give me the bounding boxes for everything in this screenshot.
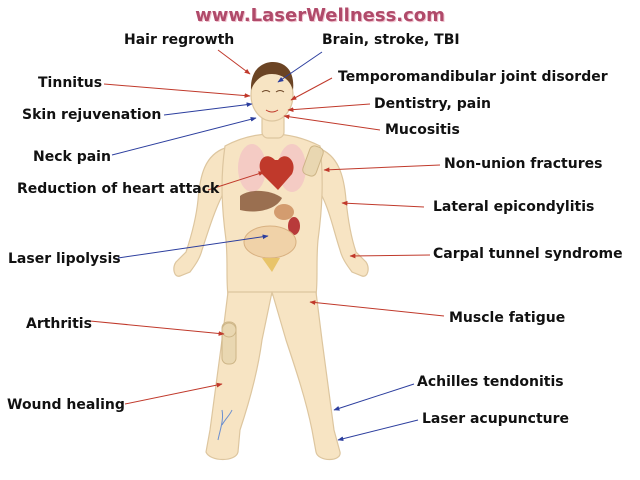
arrow-laser-lipolysis: [117, 234, 269, 259]
arrow-lateral-epicondylitis: [341, 200, 425, 208]
arrow-arthritis: [89, 320, 225, 336]
site-url[interactable]: www.LaserWellness.com: [195, 5, 445, 26]
right-leg: [271, 291, 341, 461]
right-arm: [317, 147, 369, 277]
leg-veins: [217, 409, 233, 441]
label-neck-pain: Neck pain: [33, 149, 111, 165]
label-tmj: Temporomandibular joint disorder: [338, 69, 608, 85]
label-heart-attack: Reduction of heart attack: [17, 181, 220, 197]
intestines: [243, 225, 297, 259]
label-achilles: Achilles tendonitis: [417, 374, 564, 390]
label-lateral-epicondylitis: Lateral epicondylitis: [433, 199, 595, 215]
arrow-dentistry: [287, 103, 371, 112]
arrow-mucositis: [283, 114, 381, 131]
stomach: [274, 204, 294, 220]
label-carpal-tunnel: Carpal tunnel syndrome: [433, 246, 623, 262]
label-mucositis: Mucositis: [385, 122, 460, 138]
arrow-tinnitus: [103, 83, 251, 98]
arrow-neck-pain: [111, 117, 257, 156]
label-hair-regrowth: Hair regrowth: [124, 32, 235, 48]
lung-left: [238, 144, 266, 192]
label-acupuncture: Laser acupuncture: [422, 411, 569, 427]
arrow-hair-regrowth: [217, 49, 251, 75]
label-wound-healing: Wound healing: [7, 397, 125, 413]
shoulder-bone: [302, 145, 324, 177]
arrow-achilles: [333, 383, 415, 411]
arrow-skin-rejuvenation: [163, 102, 253, 116]
arrows-blue: [111, 51, 419, 442]
arrow-non-union: [323, 164, 441, 173]
label-laser-lipolysis: Laser lipolysis: [8, 251, 121, 267]
arrow-heart-attack: [207, 171, 265, 191]
internal-organs: [238, 144, 306, 272]
kidney: [288, 217, 300, 235]
arrow-carpal-tunnel: [349, 253, 431, 259]
arrow-tmj: [290, 77, 333, 101]
arrow-wound-healing: [124, 382, 223, 405]
arrows-red: [89, 49, 445, 405]
knee-joint: [221, 322, 237, 338]
hair: [250, 62, 294, 90]
face: [261, 90, 285, 113]
arrow-muscle-fatigue: [309, 300, 445, 317]
label-skin-rejuvenation: Skin rejuvenation: [22, 107, 162, 123]
label-non-union: Non-union fractures: [444, 156, 603, 172]
liver: [240, 190, 282, 212]
left-leg: [205, 291, 273, 461]
label-dentistry: Dentistry, pain: [374, 96, 491, 112]
label-arthritis: Arthritis: [26, 316, 92, 332]
heart: [259, 156, 294, 190]
arrow-acupuncture: [337, 419, 419, 442]
label-muscle-fatigue: Muscle fatigue: [449, 310, 566, 326]
bladder: [262, 258, 280, 272]
left-arm: [173, 147, 226, 277]
label-brain: Brain, stroke, TBI: [322, 32, 460, 48]
label-tinnitus: Tinnitus: [38, 75, 103, 91]
arrow-brain: [277, 51, 323, 83]
bones: [221, 145, 324, 365]
